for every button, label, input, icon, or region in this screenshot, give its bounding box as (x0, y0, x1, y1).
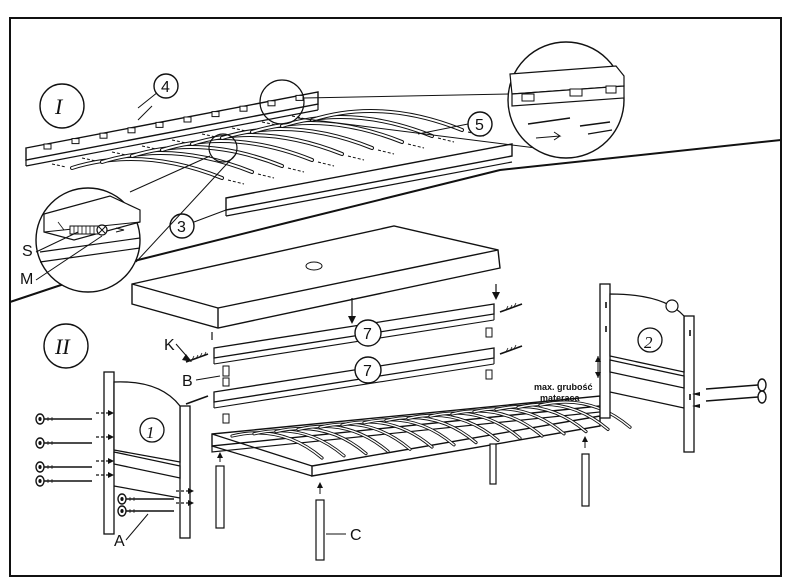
slat-inner (71, 158, 223, 179)
base-slat-inner (231, 432, 323, 459)
rail-slot (155, 121, 164, 128)
mattress-note-line1: max. grubość (534, 382, 593, 392)
base-slat-inner (539, 401, 631, 428)
slats-two (230, 400, 632, 460)
slat-arrow-left (261, 121, 277, 126)
rail-seven-lower (213, 347, 495, 409)
panel-two: II 7 7 (35, 225, 767, 561)
slat-arrow-right (467, 131, 485, 137)
letter-m: M (20, 271, 33, 288)
slat-arrow-left (171, 139, 187, 144)
section-two-numeral: II (54, 334, 71, 359)
slat-inner (221, 128, 373, 149)
slat-inner (191, 134, 343, 155)
rail-slot (71, 138, 80, 145)
part-seven-lower-label: 7 (363, 363, 372, 380)
base-slat-inner (341, 421, 433, 448)
page-frame (9, 17, 782, 577)
detail-screw-zoom (35, 133, 238, 293)
part-seven-lower-circle (354, 356, 382, 384)
panel-one: I 4 5 3 (20, 41, 625, 293)
base-slat-inner (473, 407, 565, 435)
base-slat-inner (363, 418, 455, 446)
section-one-circle (39, 83, 85, 129)
base-slat-inner (253, 429, 345, 457)
mattress-note-line2: materaca (540, 393, 581, 403)
headboard-two-label: 2 (644, 333, 653, 352)
headboard-two-circle (637, 327, 663, 353)
base-slat-inner (319, 423, 411, 450)
slat-arrow-left (111, 151, 127, 156)
rail-slot (43, 143, 52, 150)
slat-arrow-left (201, 133, 217, 138)
rail-slot (99, 132, 108, 139)
slat-arrow-right (227, 179, 245, 185)
slat-inner (131, 146, 283, 167)
slat-arrow-left (231, 127, 247, 132)
slat-arrow-left (81, 157, 97, 162)
legs-c (215, 436, 590, 561)
rail-four-slots (43, 94, 304, 150)
base-slat-inner (275, 427, 367, 455)
rail-slot (127, 127, 136, 134)
slat-arrow-right (377, 149, 395, 155)
slat-arrow-right (407, 143, 425, 149)
slat-arrow-left (141, 145, 157, 150)
letter-c: C (350, 527, 362, 544)
base-slat-inner (495, 405, 587, 433)
rail-slot (211, 111, 220, 118)
section-one-numeral: I (54, 94, 64, 119)
slat-inner (161, 140, 313, 161)
base-slat-inner (429, 412, 521, 439)
slat-inner (311, 110, 463, 131)
slat-arrow-right (257, 173, 275, 179)
rail-seven-upper (213, 303, 495, 365)
letter-b: B (182, 373, 193, 390)
slat-inner (101, 152, 253, 173)
slats-one (51, 109, 485, 185)
mattress (131, 225, 501, 340)
base-slat-inner (385, 416, 477, 444)
slat-arrow-right (287, 167, 305, 173)
section-two-circle (43, 323, 89, 369)
rail-three (225, 143, 513, 217)
part-seven-upper-label: 7 (363, 326, 372, 343)
part-four-circle (153, 73, 179, 99)
base-slat-inner (451, 410, 543, 437)
rail-slot (295, 94, 304, 101)
part-five-circle (467, 111, 493, 137)
letter-k: K (164, 337, 175, 354)
rail-slot (183, 116, 192, 123)
headboard-one-circle (139, 417, 165, 443)
dowels-b (222, 327, 493, 424)
part-five-label: 5 (475, 117, 484, 134)
rail-slot (239, 105, 248, 112)
rail-slot (267, 100, 276, 107)
base-slat-inner (297, 425, 389, 453)
letter-a: A (114, 533, 125, 550)
headboard-one (103, 371, 191, 539)
detail-slat-clip-zoom (259, 41, 625, 159)
slat-inner (251, 122, 403, 143)
slat-inner (281, 116, 433, 137)
slat-arrow-right (437, 137, 455, 143)
slat-arrow-right (347, 155, 365, 161)
headboard-two (599, 283, 695, 453)
part-four-label: 4 (161, 79, 170, 96)
headboard-one-label: 1 (146, 423, 155, 442)
letter-s: S (22, 243, 33, 260)
base-slat-inner (407, 414, 499, 442)
base-slat-inner (517, 403, 609, 431)
slat-arrow-right (317, 161, 335, 167)
slat-arrow-left (51, 163, 67, 168)
part-three-label: 3 (177, 219, 186, 236)
bolts-right (692, 378, 767, 408)
part-seven-upper-circle (354, 319, 382, 347)
